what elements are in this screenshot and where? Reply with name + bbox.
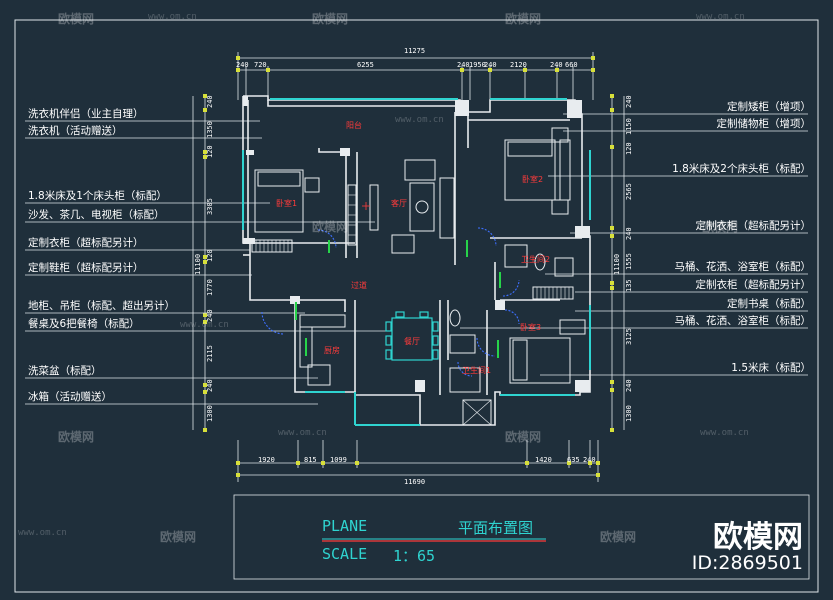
annotation-right: 定制储物柜（增项） bbox=[716, 118, 812, 130]
annotation-right: 定制衣柜（超标配另计） bbox=[695, 220, 812, 232]
watermark-logo: 欧模网 bbox=[58, 430, 95, 444]
dim-left-seg: 120 bbox=[206, 249, 214, 262]
dim-bottom-seg: 1920 bbox=[258, 456, 275, 464]
dim-left-seg: 240 bbox=[206, 95, 214, 108]
annotation-left: 定制衣柜（超标配另计） bbox=[28, 237, 144, 249]
dim-bottom-seg: 815 bbox=[304, 456, 317, 464]
annotation-left: 沙发、茶几、电视柜（标配） bbox=[28, 209, 165, 221]
watermark-logo: 欧模网 bbox=[505, 12, 542, 26]
room-label-bedroom-2: 卧室2 bbox=[522, 175, 544, 184]
dim-left-seg: 240 bbox=[206, 379, 214, 392]
dim-right-seg: 240 bbox=[625, 227, 633, 240]
dim-left-seg: 2115 bbox=[206, 345, 214, 362]
annotation-left: 冰箱（活动赠送） bbox=[28, 391, 112, 403]
dim-top-seg: 1950 bbox=[469, 61, 486, 69]
dim-right-seg: 240 bbox=[625, 95, 633, 108]
room-label-bathroom-2: 卫生间2 bbox=[521, 255, 551, 264]
dim-right-seg: 135 bbox=[625, 279, 633, 292]
dim-bottom-total: 11690 bbox=[404, 478, 426, 486]
dim-bottom-seg: 1420 bbox=[535, 456, 552, 464]
dim-left-seg: 1770 bbox=[206, 279, 214, 296]
watermark-logo: 欧模网 bbox=[58, 12, 95, 26]
annotation-right: 马桶、花洒、浴室柜（标配） bbox=[674, 315, 812, 327]
annotation-right: 定制书桌（标配） bbox=[727, 298, 811, 310]
dim-left-seg: 240 bbox=[206, 309, 214, 322]
dim-top-seg: 2120 bbox=[510, 61, 527, 69]
dim-left-total: 11100 bbox=[194, 253, 202, 275]
room-label-dining: 餐厅 bbox=[404, 337, 420, 346]
annotation-left: 定制鞋柜（超标配另计） bbox=[28, 262, 144, 274]
watermark-site: www.om.cn bbox=[700, 428, 749, 438]
dim-bottom-seg: 1099 bbox=[330, 456, 347, 464]
watermark-site: www.om.cn bbox=[696, 12, 745, 22]
watermark-site: www.om.cn bbox=[395, 115, 444, 125]
annotation-left: 地柜、吊柜（标配、超出另计） bbox=[28, 300, 175, 312]
dim-top-seg: 720 bbox=[254, 61, 267, 69]
annotation-right: 定制衣柜（超标配另计） bbox=[695, 279, 812, 291]
dim-top-seg: 240 bbox=[236, 61, 249, 69]
room-label-living-room: 客厅 bbox=[391, 199, 407, 208]
dim-left-seg: 1350 bbox=[206, 121, 214, 138]
watermark-site: www.om.cn bbox=[148, 12, 197, 22]
inner-frame bbox=[233, 494, 810, 580]
annotation-left: 餐桌及6把餐椅（标配） bbox=[28, 318, 140, 330]
room-label-bedroom-1: 卧室1 bbox=[276, 199, 298, 208]
dim-left-seg: 120 bbox=[206, 145, 214, 158]
dim-right-seg: 2565 bbox=[625, 183, 633, 200]
annotation-right: 定制矮柜（增项） bbox=[727, 101, 811, 113]
annotation-left: 洗衣机伴侣（业主自理） bbox=[28, 108, 144, 120]
watermark-logo: 欧模网 bbox=[312, 12, 349, 26]
watermark-site: www.om.cn bbox=[278, 428, 327, 438]
dim-bottom-seg: 240 bbox=[583, 456, 596, 464]
annotation-left: 洗衣机（活动赠送） bbox=[28, 125, 123, 137]
annotation-right: 马桶、花洒、浴室柜（标配） bbox=[674, 261, 812, 273]
room-label-balcony: 阳台 bbox=[346, 121, 362, 130]
watermark-logo: 欧模网 bbox=[505, 430, 542, 444]
room-label-corridor: 过道 bbox=[351, 281, 367, 290]
watermark-logo: 欧模网 bbox=[702, 220, 739, 234]
brand-logo-text: 欧模网 bbox=[713, 520, 803, 555]
dim-top-total: 11275 bbox=[404, 47, 426, 55]
room-label-bedroom-3: 卧室3 bbox=[520, 323, 542, 332]
dim-right-seg: 1150 bbox=[625, 118, 633, 135]
dim-right-seg: 1555 bbox=[625, 253, 633, 270]
annotation-left: 1.8米床及1个床头柜（标配） bbox=[28, 190, 167, 202]
dim-top-seg: 240 bbox=[484, 61, 497, 69]
annotation-right: 1.8米床及2个床头柜（标配） bbox=[672, 163, 811, 175]
dim-right-seg: 240 bbox=[625, 379, 633, 392]
annotation-left: 洗菜盆（标配） bbox=[28, 365, 102, 377]
dim-top-seg: 240 bbox=[550, 61, 563, 69]
model-id: ID:2869501 bbox=[691, 552, 803, 574]
dim-left-seg: 1300 bbox=[206, 405, 214, 422]
drawing-title-cn: 平面布置图 bbox=[458, 519, 534, 537]
dim-right-seg: 120 bbox=[625, 142, 633, 155]
scale-value: 1：65 bbox=[393, 547, 436, 565]
watermark-logo: 欧模网 bbox=[312, 220, 349, 234]
dim-top-seg: 240 bbox=[457, 61, 470, 69]
watermark-logo: 欧模网 bbox=[600, 530, 637, 544]
dim-left-seg: 3305 bbox=[206, 198, 214, 215]
annotation-right: 1.5米床（标配） bbox=[731, 362, 811, 374]
watermark-logo: 欧模网 bbox=[160, 530, 197, 544]
outer-frame bbox=[14, 19, 819, 593]
dim-right-seg: 3125 bbox=[625, 328, 633, 345]
dim-right-total: 11100 bbox=[613, 253, 621, 275]
dim-right-seg: 1300 bbox=[625, 405, 633, 422]
scale-label: SCALE bbox=[322, 545, 368, 563]
room-label-kitchen: 厨房 bbox=[324, 346, 340, 355]
watermark-site: www.om.cn bbox=[180, 320, 229, 330]
dim-top-seg: 6255 bbox=[357, 61, 374, 69]
dim-top-seg: 660 bbox=[565, 61, 578, 69]
dim-bottom-seg: 635 bbox=[567, 456, 580, 464]
room-label-bathroom-1: 卫生间1 bbox=[462, 366, 492, 375]
drawing-title-en: PLANE bbox=[322, 517, 368, 535]
watermark-site: www.om.cn bbox=[18, 528, 67, 538]
